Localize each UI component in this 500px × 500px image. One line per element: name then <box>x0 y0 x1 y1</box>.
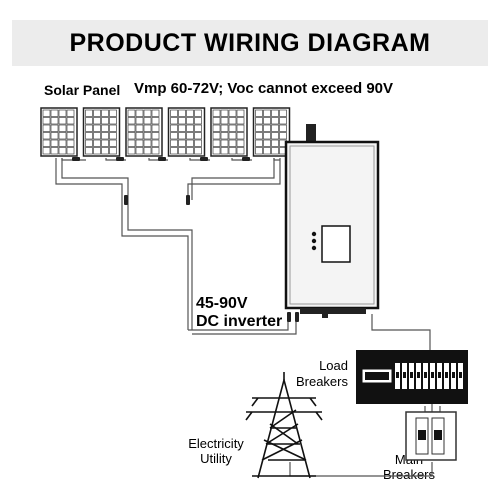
status-led-icon <box>311 245 317 251</box>
status-leds <box>311 231 317 251</box>
panel-spec-label: Vmp 60-72V; Voc cannot exceed 90V <box>134 80 394 97</box>
mc4-connectors <box>72 157 299 322</box>
elec-line1: Electricity <box>188 436 244 451</box>
load-line2: Breakers <box>295 374 348 389</box>
ac-wiring <box>289 314 441 477</box>
load-breaker-panel <box>356 350 468 404</box>
solar-panel-icon <box>125 107 163 157</box>
transmission-tower-icon <box>245 372 323 479</box>
elec-line2: Utility <box>200 451 232 466</box>
diagram-title: PRODUCT WIRING DIAGRAM <box>69 28 431 57</box>
solar-panel-label: Solar Panel <box>44 82 121 98</box>
load-breakers-label: Load Breakers <box>292 358 348 390</box>
load-line1: Load <box>319 358 348 373</box>
status-led-icon <box>311 238 317 244</box>
panel-wiring <box>55 158 297 335</box>
solar-panel-icon <box>40 107 78 157</box>
inverter-unit <box>284 124 380 318</box>
title-banner: PRODUCT WIRING DIAGRAM <box>12 20 488 66</box>
solar-panel-icon <box>210 107 248 157</box>
inverter-display <box>321 225 351 263</box>
dc-range-text: 45-90V <box>196 295 248 312</box>
solar-panel-array <box>40 107 291 157</box>
main-breaker-panel <box>405 411 457 461</box>
electricity-utility-label: Electricity Utility <box>180 436 252 466</box>
solar-panel-icon <box>252 107 291 157</box>
dc-inverter-text: DC inverter <box>196 313 283 330</box>
dc-inverter-label: 45-90V DC inverter <box>196 295 282 331</box>
solar-panel-icon <box>82 107 121 157</box>
main-line2: Breakers <box>382 467 436 482</box>
antenna-icon <box>306 124 316 146</box>
solar-panel-icon <box>167 107 206 157</box>
status-led-icon <box>311 231 317 237</box>
